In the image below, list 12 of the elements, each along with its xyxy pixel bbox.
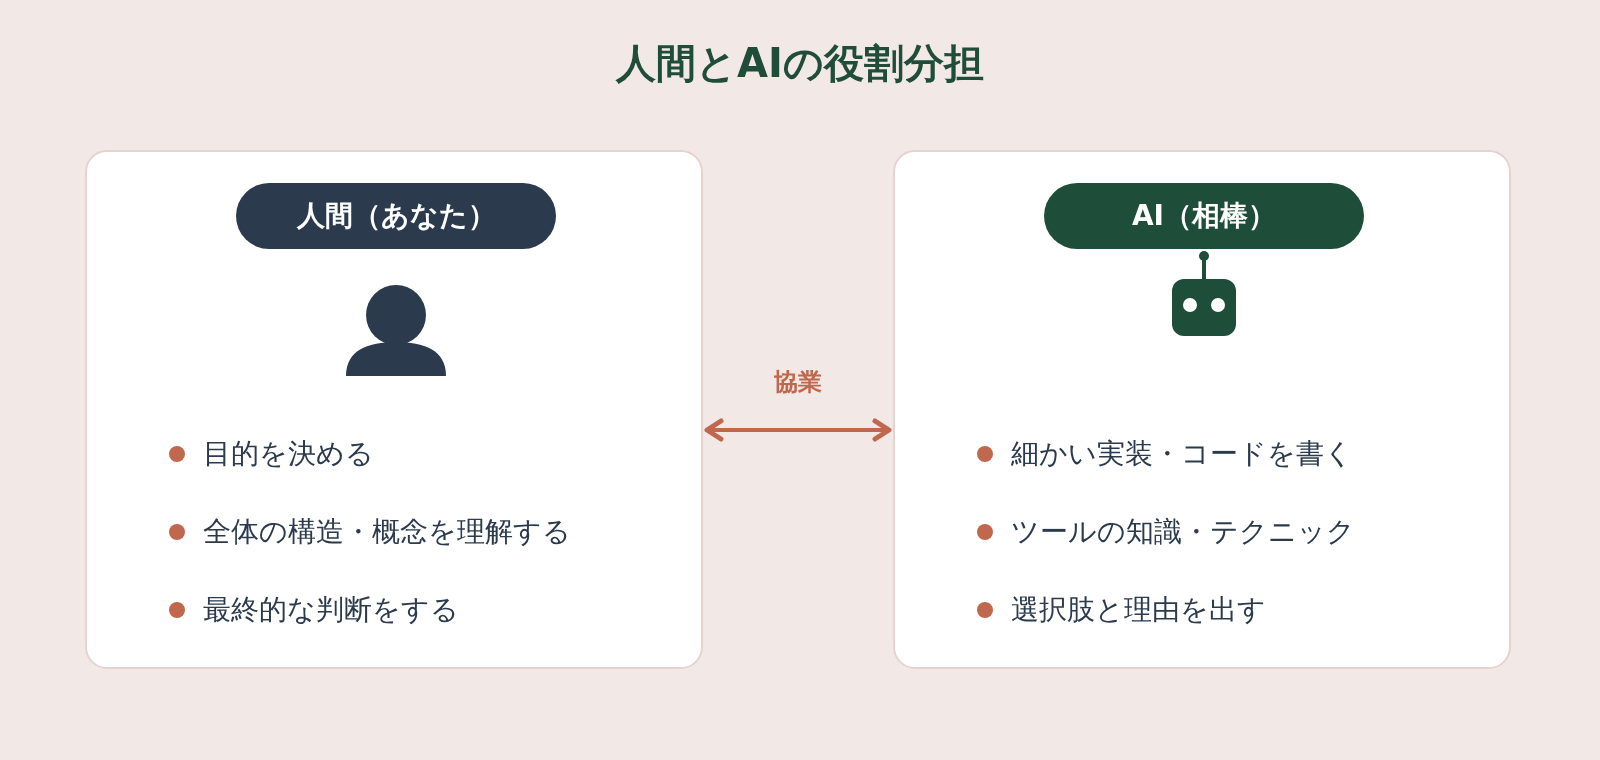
role-label-pill: 人間（あなた） [236,183,556,249]
bullet-text: ツールの知識・テクニック [1011,514,1355,550]
bullet-text: 最終的な判断をする [203,592,459,628]
bullet-text: 細かい実装・コードを書く [1011,436,1353,472]
role-card [85,150,703,669]
bullet-text: 選択肢と理由を出す [1011,592,1266,628]
role-label-pill: AI（相棒） [1044,183,1364,249]
bullet-text: 目的を決める [203,436,374,472]
bullet-text: 全体の構造・概念を理解する [203,514,571,550]
title: 人間とAIの役割分担 [614,39,985,88]
double-arrow [704,418,892,442]
role-card [893,150,1511,669]
